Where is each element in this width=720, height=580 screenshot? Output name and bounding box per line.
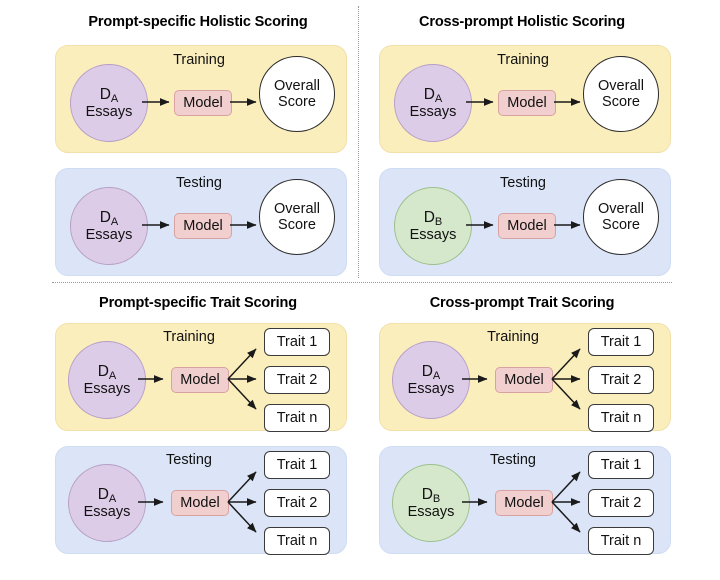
trait-box: Trait 2: [264, 366, 330, 394]
page-title: Prompt-specific Holistic Scoring: [88, 14, 308, 30]
dataset-circle-a: DA Essays: [70, 64, 148, 142]
trait-box: Trait 2: [588, 366, 654, 394]
dataset-circle-b: DB Essays: [394, 187, 472, 265]
quadrant-cross-prompt-trait: Cross-prompt Trait Scoring Training DA E…: [372, 295, 672, 557]
output-line2: Score: [278, 217, 316, 233]
dataset-symbol: DB: [421, 486, 441, 506]
stage-label: Training: [487, 329, 539, 345]
model-box: Model: [171, 367, 229, 393]
dataset-circle-a: DA Essays: [68, 341, 146, 419]
dataset-line2: Essays: [409, 226, 457, 243]
dataset-subscript: A: [110, 93, 119, 106]
stage-testing: Testing DB Essays Model Trait 1 Trait 2 …: [379, 446, 671, 555]
dataset-symbol: DA: [99, 209, 119, 229]
output-overall-score: Overall Score: [583, 179, 659, 255]
dataset-symbol: DA: [423, 86, 443, 106]
output-line1: Overall: [598, 77, 644, 94]
trait-box: Trait n: [264, 527, 330, 555]
quadrant-prompt-specific-trait: Prompt-specific Trait Scoring Training D…: [48, 295, 348, 557]
dataset-subscript: A: [110, 216, 119, 229]
stage-label: Testing: [500, 175, 546, 191]
stage-label: Training: [497, 52, 549, 68]
page-title: Cross-prompt Holistic Scoring: [419, 14, 625, 30]
stage-training: Training DA Essays Model Overall Score: [55, 45, 347, 153]
stage-training: Training DA Essays Model Trait 1 Trait 2…: [55, 323, 347, 432]
output-line2: Score: [278, 94, 316, 110]
stage-label: Testing: [490, 452, 536, 468]
model-box: Model: [495, 367, 553, 393]
trait-box: Trait 1: [588, 328, 654, 356]
dataset-subscript: A: [108, 493, 117, 506]
model-box: Model: [174, 213, 232, 239]
dataset-subscript: A: [108, 370, 117, 383]
page-title: Prompt-specific Trait Scoring: [99, 295, 297, 311]
quadrant-prompt-specific-holistic: Prompt-specific Holistic Scoring Trainin…: [48, 14, 348, 276]
stage-label: Training: [173, 52, 225, 68]
dataset-symbol: DA: [421, 363, 441, 383]
model-box: Model: [498, 90, 556, 116]
stage-testing: Testing DA Essays Model Overall Score: [55, 168, 347, 276]
dataset-circle-a: DA Essays: [68, 464, 146, 542]
dataset-symbol: DA: [99, 86, 119, 106]
model-box: Model: [174, 90, 232, 116]
vertical-divider: [358, 6, 359, 278]
dataset-line2: Essays: [407, 380, 455, 397]
dataset-circle-a: DA Essays: [394, 64, 472, 142]
output-line2: Score: [602, 94, 640, 110]
stage-label: Testing: [166, 452, 212, 468]
output-overall-score: Overall Score: [259, 179, 335, 255]
dataset-line2: Essays: [85, 226, 133, 243]
stage-label: Training: [163, 329, 215, 345]
model-box: Model: [495, 490, 553, 516]
dataset-line2: Essays: [407, 503, 455, 520]
model-box: Model: [171, 490, 229, 516]
dataset-subscript: B: [434, 216, 443, 229]
dataset-symbol: DA: [97, 363, 117, 383]
trait-box: Trait n: [588, 404, 654, 432]
stage-testing: Testing DB Essays Model Overall Score: [379, 168, 671, 276]
output-line1: Overall: [274, 200, 320, 217]
stage-testing: Testing DA Essays Model Trait 1 Trait 2 …: [55, 446, 347, 555]
trait-box: Trait 1: [264, 328, 330, 356]
dataset-subscript: A: [432, 370, 441, 383]
dataset-circle-a: DA Essays: [70, 187, 148, 265]
stage-label: Testing: [176, 175, 222, 191]
model-box: Model: [498, 213, 556, 239]
trait-box: Trait 1: [264, 451, 330, 479]
trait-box: Trait n: [264, 404, 330, 432]
quadrant-cross-prompt-holistic: Cross-prompt Holistic Scoring Training D…: [372, 14, 672, 276]
dataset-line2: Essays: [83, 380, 131, 397]
dataset-symbol: DB: [423, 209, 443, 229]
dataset-subscript: B: [432, 493, 441, 506]
dataset-symbol: DA: [97, 486, 117, 506]
trait-box: Trait n: [588, 527, 654, 555]
horizontal-divider: [52, 282, 672, 283]
page-title: Cross-prompt Trait Scoring: [429, 295, 615, 311]
stage-training: Training DA Essays Model Overall Score: [379, 45, 671, 153]
dataset-line2: Essays: [85, 103, 133, 120]
output-line2: Score: [602, 217, 640, 233]
dataset-line2: Essays: [409, 103, 457, 120]
trait-box: Trait 2: [264, 489, 330, 517]
output-line1: Overall: [274, 77, 320, 94]
dataset-circle-a: DA Essays: [392, 341, 470, 419]
output-overall-score: Overall Score: [583, 56, 659, 132]
trait-box: Trait 1: [588, 451, 654, 479]
dataset-line2: Essays: [83, 503, 131, 520]
dataset-subscript: A: [434, 93, 443, 106]
trait-box: Trait 2: [588, 489, 654, 517]
output-overall-score: Overall Score: [259, 56, 335, 132]
dataset-circle-b: DB Essays: [392, 464, 470, 542]
stage-training: Training DA Essays Model Trait 1 Trait 2…: [379, 323, 671, 432]
output-line1: Overall: [598, 200, 644, 217]
